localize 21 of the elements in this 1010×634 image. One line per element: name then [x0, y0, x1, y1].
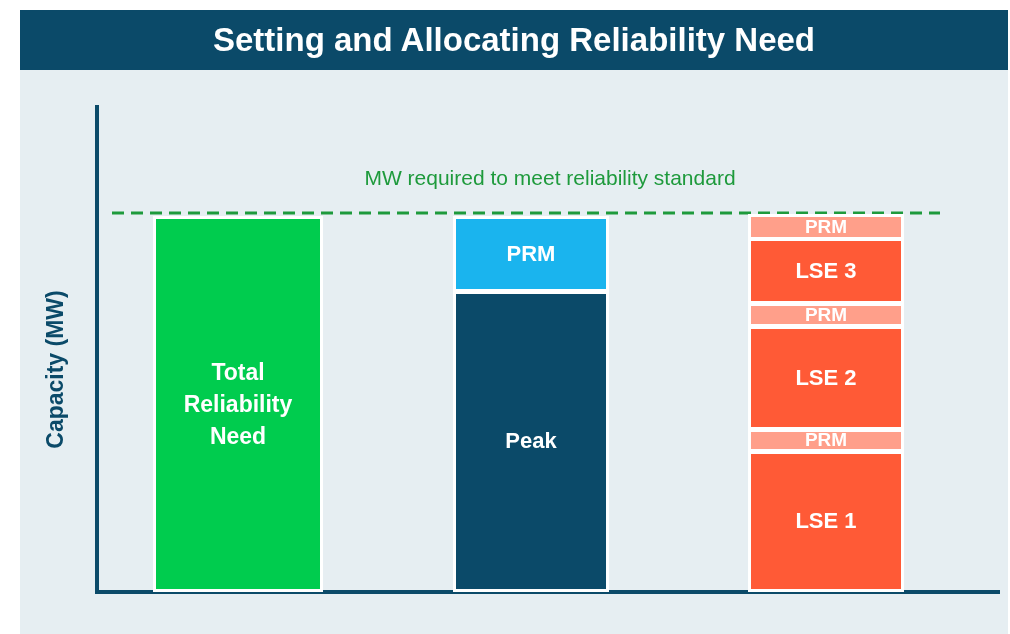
- reference-line-label: MW required to meet reliability standard: [363, 166, 737, 190]
- bar-segment: [748, 303, 904, 327]
- bar-segment: [453, 216, 609, 292]
- segment-label: Total Reliability Need: [182, 357, 294, 452]
- segment-label: LSE 2: [794, 363, 858, 392]
- axis-title: Capacity (MW): [41, 289, 69, 451]
- bar-segment: [748, 326, 904, 430]
- segment-label: PRM: [803, 302, 849, 327]
- title: Setting and Allocating Reliability Need: [213, 21, 815, 59]
- segment-label: PRM: [505, 239, 557, 268]
- segment-label: PRM: [803, 428, 849, 453]
- segment-label: LSE 1: [794, 507, 858, 536]
- bar-segment: [153, 216, 323, 592]
- bar-segment: [453, 291, 609, 592]
- segment-label: Peak: [504, 427, 558, 456]
- bar-segment: [748, 429, 904, 452]
- segment-label: PRM: [803, 214, 849, 239]
- bar-segment: [748, 238, 904, 304]
- segment-label: LSE 3: [794, 256, 858, 285]
- bar-segment: [748, 214, 904, 240]
- bar-segment: [748, 451, 904, 592]
